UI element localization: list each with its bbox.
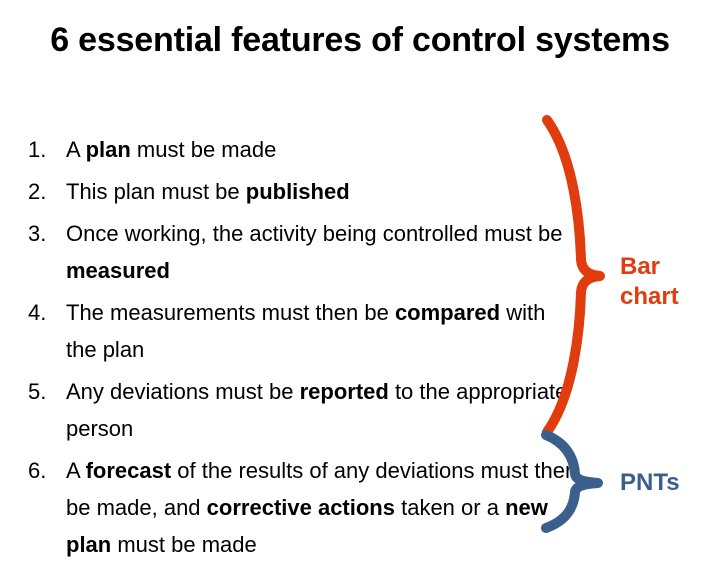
list-item: 2. This plan must be published — [14, 173, 579, 210]
list-item-text: This plan must be published — [66, 179, 350, 204]
list-item-number: 2. — [28, 179, 47, 204]
list-item-number: 1. — [28, 137, 47, 162]
list-item-number: 5. — [28, 379, 47, 404]
list-item: 6. A forecast of the results of any devi… — [14, 452, 579, 563]
list-item-number: 6. — [28, 458, 47, 483]
feature-list: 1. A plan must be made 2. This plan must… — [14, 131, 579, 568]
list-item: 3. Once working, the activity being cont… — [14, 215, 579, 289]
list-item-number: 4. — [28, 300, 47, 325]
list-item: 5. Any deviations must be reported to th… — [14, 373, 579, 447]
list-item-number: 3. — [28, 221, 47, 246]
list-item: 4. The measurements must then be compare… — [14, 294, 579, 368]
list-item-text: A forecast of the results of any deviati… — [66, 458, 578, 557]
page-title: 6 essential features of control systems — [50, 21, 670, 59]
list-item-text: Any deviations must be reported to the a… — [66, 379, 568, 441]
annotation-label-bar-chart: Bar chart — [620, 253, 679, 310]
list-item-text: A plan must be made — [66, 137, 277, 162]
list-item-text: The measurements must then be compared w… — [66, 300, 546, 362]
list-item-text: Once working, the activity being control… — [66, 221, 563, 283]
annotation-label-pnts: PNTs — [620, 469, 680, 496]
list-item: 1. A plan must be made — [14, 131, 579, 168]
